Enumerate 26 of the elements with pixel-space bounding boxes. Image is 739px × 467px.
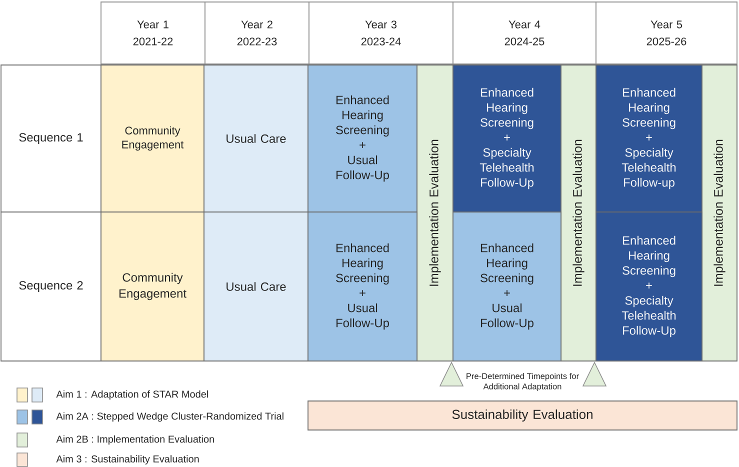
phase-cell: Enhanced Hearing Screening + Usual Follow-Up	[452, 212, 562, 362]
header-cell: Year 1 2021-22	[100, 2, 206, 64]
legend-label: Aim 3 : Sustainability Evaluation	[56, 455, 199, 464]
evaluation-bar: Implementation Evaluation	[560, 64, 596, 362]
header-cell: Year 5 2025-26	[596, 2, 738, 64]
header-cell: Year 2 2022-23	[204, 2, 310, 64]
header-cell: Year 3 2023-24	[308, 2, 454, 64]
legend-label: Aim 2B : Implementation Evaluation	[56, 435, 214, 445]
row-header-cell: Sequence 2	[0, 212, 102, 362]
note-text: Pre-Determined Timepoints for Additional Adaptation	[466, 373, 579, 392]
phase-cell: Enhanced Hearing Screening + Specialty Telehealth Follow-up	[596, 64, 702, 212]
phase-cell: Enhanced Hearing Screening + Specialty Telehealth Follow-Up	[452, 64, 562, 212]
phase-cell: Usual Care	[204, 212, 308, 362]
header-cell: Year 4 2024-25	[452, 2, 596, 64]
row-header-cell: Sequence 1	[0, 64, 102, 212]
legend-label: Aim 2A : Stepped Wedge Cluster-Randomized Trial	[56, 412, 284, 422]
evaluation-bar: Implementation Evaluation	[702, 64, 738, 362]
phase-cell: Enhanced Hearing Screening + Specialty Telehealth Follow-Up	[596, 212, 702, 362]
legend-label: Aim 1 : Adaptation of STAR Model	[56, 390, 208, 400]
phase-cell: Enhanced Hearing Screening + Usual Follow-Up	[308, 212, 418, 362]
phase-cell: Usual Care	[204, 64, 308, 212]
evaluation-bar: Implementation Evaluation	[416, 64, 454, 362]
phase-cell: Community Engagement	[100, 212, 204, 362]
evaluation-bar: Sustainability Evaluation	[308, 400, 738, 430]
phase-cell: Enhanced Hearing Screening + Usual Follow-Up	[308, 64, 418, 212]
phase-cell: Community Engagement	[100, 64, 204, 212]
